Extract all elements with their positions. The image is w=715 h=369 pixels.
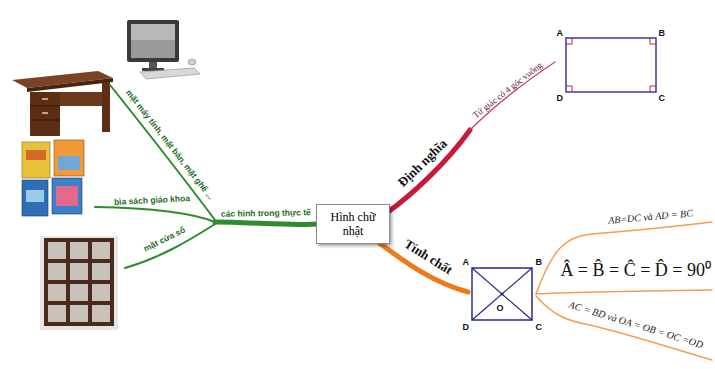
topic-text: Hình chữ nhật	[322, 210, 384, 239]
branch-label: Tính chất	[401, 236, 455, 277]
formula-text: Â = B̂ = Ĉ = D̂ = 90⁰	[560, 260, 711, 281]
books-picture	[22, 140, 84, 216]
computer-picture	[127, 20, 200, 79]
window-picture	[40, 236, 118, 330]
branch-label: mặt cửa sổ	[142, 226, 187, 255]
vertex-label: A	[463, 257, 470, 267]
property-text: AB=DC và AD = BC	[607, 207, 693, 226]
branch-label: Tứ giác có 4 góc vuông	[470, 60, 543, 121]
vertex-label: C	[659, 93, 666, 103]
desk-picture	[12, 71, 113, 136]
branch-label: các hình trong thực tế	[221, 208, 311, 219]
branch-label: bìa sách giáo khoa	[114, 194, 190, 208]
vertex-label: A	[557, 28, 564, 38]
vertex-label: D	[557, 93, 564, 103]
vertex-label: C	[536, 322, 543, 332]
branch-lines	[95, 62, 712, 360]
rectangle-figure	[566, 38, 656, 92]
topic-box: Hình chữ nhật	[316, 204, 390, 244]
vertex-label: O	[497, 303, 504, 313]
vertex-label: B	[659, 28, 666, 38]
vertex-label: B	[536, 257, 543, 267]
vertex-label: D	[463, 322, 470, 332]
branch-label: mặt máy tính, mặt bàn, mặt ghế ...	[123, 88, 215, 202]
rectangle-diagonals-figure	[472, 268, 532, 320]
